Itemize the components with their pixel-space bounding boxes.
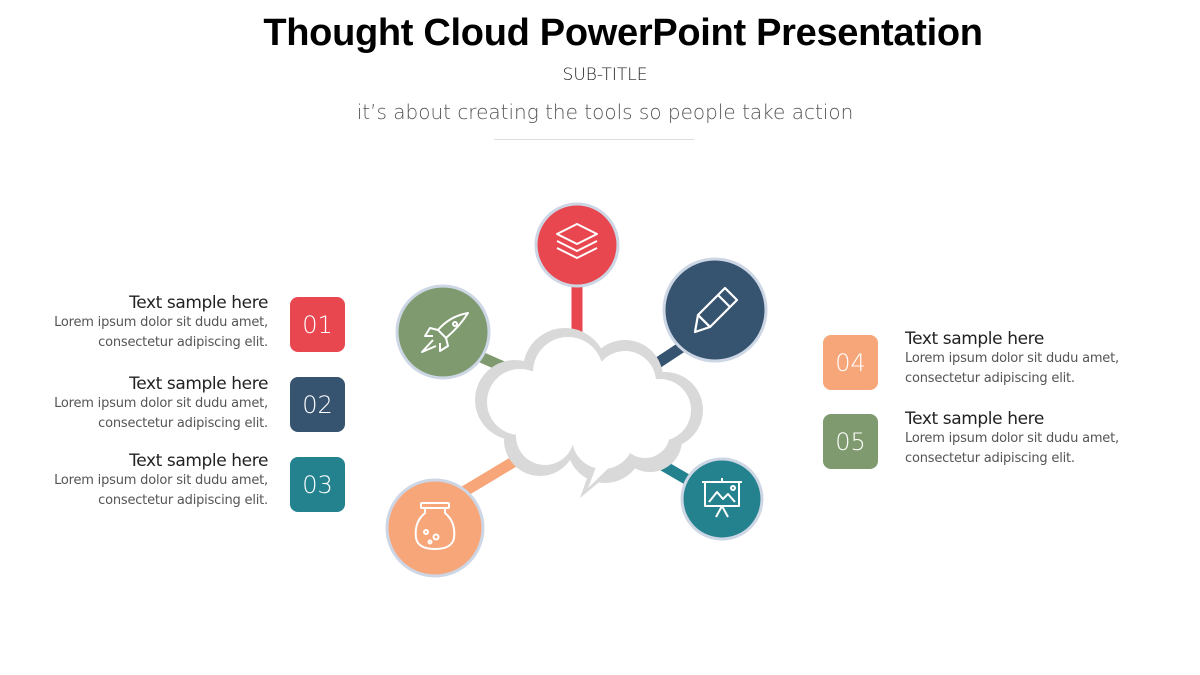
list-item-1: Text sample here Lorem ipsum dolor sit d… <box>18 293 268 353</box>
list-item-4: Text sample here Lorem ipsum dolor sit d… <box>905 329 1165 389</box>
item-heading: Text sample here <box>905 329 1044 349</box>
item-text-line2: consectetur adipiscing elit. <box>905 451 1075 466</box>
item-text-line1: Lorem ipsum dolor sit dudu amet, <box>54 315 268 330</box>
presentation-board-icon <box>702 478 742 518</box>
item-text-line1: Lorem ipsum dolor sit dudu amet, <box>905 351 1119 366</box>
rocket-icon <box>421 312 469 353</box>
item-text-line1: Lorem ipsum dolor sit dudu amet, <box>54 396 268 411</box>
node-flask <box>385 478 485 578</box>
item-text-line2: consectetur adipiscing elit. <box>98 493 268 508</box>
item-text-line2: consectetur adipiscing elit. <box>905 371 1075 386</box>
item-heading: Text sample here <box>129 293 268 313</box>
tagline: it’s about creating the tools so people … <box>356 100 854 124</box>
node-pencil <box>662 257 768 363</box>
list-item-2: Text sample here Lorem ipsum dolor sit d… <box>18 374 268 434</box>
number-badge-03: 03 <box>290 457 345 512</box>
item-text-line1: Lorem ipsum dolor sit dudu amet, <box>54 473 268 488</box>
layers-icon <box>556 223 598 259</box>
list-item-5: Text sample here Lorem ipsum dolor sit d… <box>905 409 1165 469</box>
item-text-line2: consectetur adipiscing elit. <box>98 335 268 350</box>
number-badge-02: 02 <box>290 377 345 432</box>
pencil-icon <box>693 286 739 334</box>
item-heading: Text sample here <box>129 374 268 394</box>
page-subtitle: SUB-TITLE <box>562 65 648 85</box>
item-text-line1: Lorem ipsum dolor sit dudu amet, <box>905 431 1119 446</box>
node-rocket <box>395 284 491 380</box>
item-heading: Text sample here <box>129 451 268 471</box>
number-badge-05: 05 <box>823 414 878 469</box>
title-divider <box>494 139 694 140</box>
node-presentation <box>680 457 764 541</box>
number-badge-04: 04 <box>823 335 878 390</box>
page-title: Thought Cloud PowerPoint Presentation <box>263 12 983 54</box>
item-heading: Text sample here <box>905 409 1044 429</box>
list-item-3: Text sample here Lorem ipsum dolor sit d… <box>18 451 268 511</box>
flask-icon <box>414 502 456 550</box>
node-layers <box>534 202 620 288</box>
item-text-line2: consectetur adipiscing elit. <box>98 416 268 431</box>
number-badge-01: 01 <box>290 297 345 352</box>
